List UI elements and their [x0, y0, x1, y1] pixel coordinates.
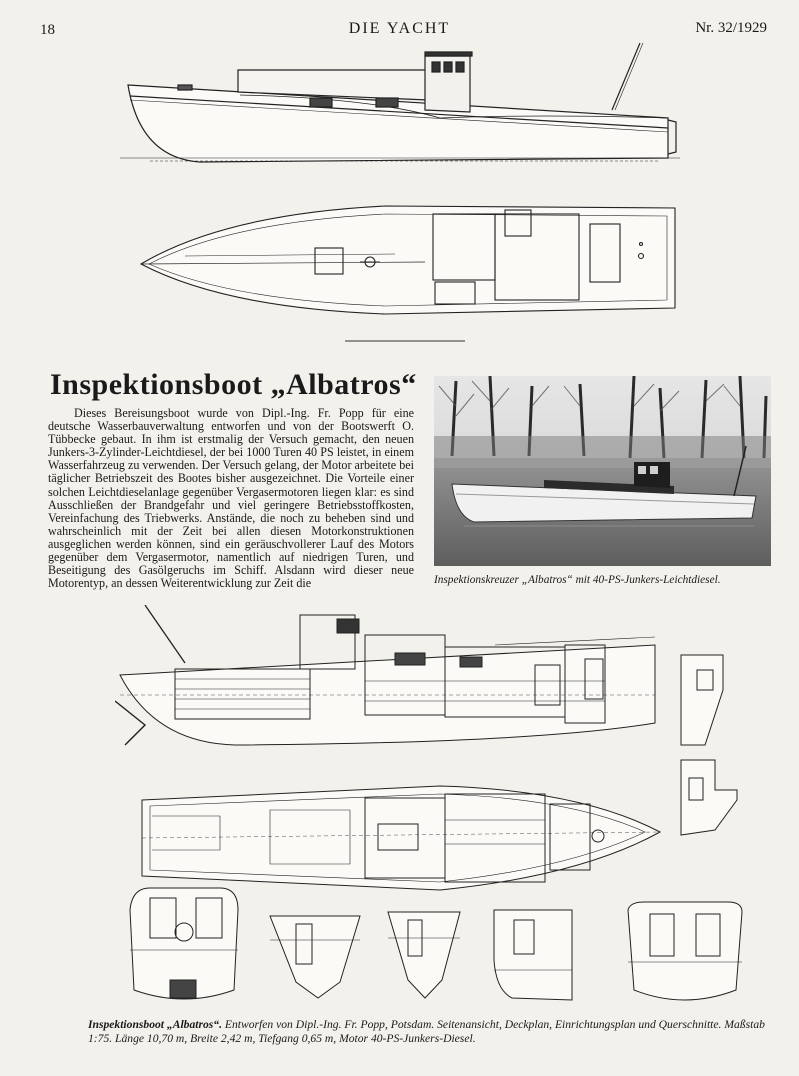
hull-section-profiles	[680, 654, 738, 836]
photo-image	[434, 376, 771, 566]
page-number: 18	[40, 22, 55, 38]
plans-caption-text: Entworfen von Dipl.-Ing. Fr. Popp, Potsd…	[88, 1018, 765, 1045]
issue-number: Nr. 32/1929	[695, 20, 767, 36]
plans-caption: Inspektionsboot „Albatros“. Entworfen vo…	[88, 1018, 778, 1046]
lower-deck-plan-drawing	[141, 785, 662, 891]
cross-sections-drawing	[129, 887, 743, 1001]
article-title: Inspektionsboot „Albatros“	[50, 368, 417, 401]
photo-caption: Inspektionskreuzer „Albatros“ mit 40-PS-…	[434, 574, 721, 586]
journal-title: DIE YACHT	[348, 20, 451, 37]
interior-arrangement-drawing	[115, 605, 656, 746]
article-body: Dieses Bereisungsboot wurde von Dipl.-In…	[48, 406, 414, 591]
deck-plan-drawing	[139, 205, 676, 342]
plans-caption-lead: Inspektionsboot „Albatros“.	[88, 1018, 223, 1031]
boat-photograph	[434, 376, 771, 566]
side-elevation-drawing	[120, 42, 680, 163]
